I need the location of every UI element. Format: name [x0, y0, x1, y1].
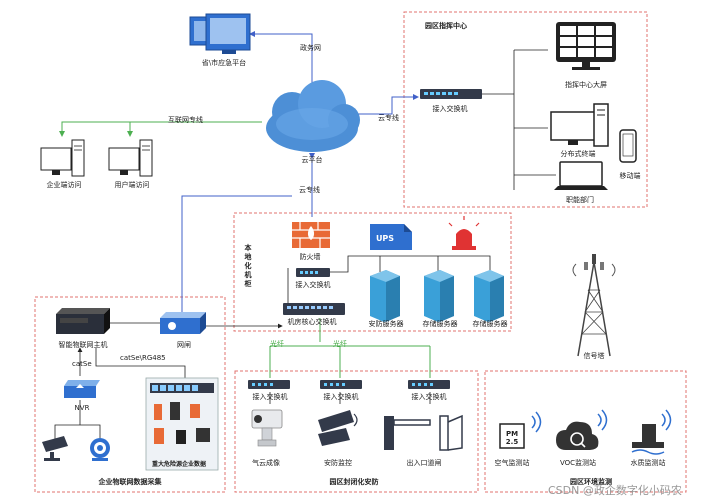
cmd-switch-label: 接入交换机	[432, 105, 468, 113]
storage-server-1-icon	[424, 270, 454, 322]
core-switch-label: 机房核心交换机	[287, 318, 337, 326]
laptop-icon	[554, 161, 608, 190]
line-nvr-cams	[54, 400, 101, 440]
gate-label: 出入口道闸	[406, 459, 442, 467]
enterprise-access-label: 企业端访问	[46, 181, 82, 189]
nvr-label: NVR	[74, 404, 90, 412]
pm25-sensor-icon	[499, 411, 542, 449]
nvr-icon	[64, 380, 100, 398]
env-monitor-box	[484, 370, 687, 493]
iot-collect-title: 企业物联网数据采集	[98, 478, 162, 486]
firewall-icon	[292, 222, 330, 248]
gateway-icon	[160, 312, 206, 334]
cloud-label: 云平台	[301, 156, 323, 164]
storage-server-2-icon	[474, 270, 504, 322]
hazard-label: 重大危险源企业数据	[152, 461, 207, 468]
gov-platform-label: 省\市应急平台	[201, 59, 247, 67]
sw-a-label: 接入交换机	[252, 393, 288, 401]
dome-camera-icon	[90, 438, 110, 461]
closed-security-title: 园区封闭化安防	[329, 478, 379, 486]
ptz-camera-icon	[251, 409, 283, 447]
storage-server-2-label: 存储服务器	[472, 320, 508, 328]
internet-line-label: 互联网专线	[168, 116, 203, 124]
fiber-2-label: 光纤	[333, 340, 347, 348]
line-fiber	[269, 318, 431, 378]
mobile-phone-icon	[619, 129, 637, 163]
user-access-label: 用户端访问	[114, 181, 150, 189]
line-cmd-branches	[482, 49, 556, 190]
security-camera-icon	[318, 410, 358, 446]
signal-tower-label: 信号塔	[583, 352, 605, 360]
closed-security-box	[234, 370, 479, 493]
cmd-center-box	[403, 11, 648, 208]
core-switch-icon	[283, 303, 345, 315]
line-iot-hazard	[95, 348, 186, 378]
big-screen-label: 指挥中心大屏	[565, 81, 607, 89]
dist-display-label: 分布式终端	[560, 150, 596, 158]
line-cloud-cmd	[358, 94, 419, 115]
enterprise-computer-icon	[40, 139, 85, 177]
cloud-imaging-label: 气云成像	[252, 459, 280, 467]
line-sw-devices	[269, 392, 431, 404]
env-monitor-title: 园区环境监测	[570, 478, 612, 486]
line-cloud-gateway	[181, 195, 292, 315]
security-server-label: 安防服务器	[368, 320, 404, 328]
cat5e-label: catSe	[72, 360, 92, 368]
iot-host-icon	[56, 308, 110, 334]
desktop-terminal-icon	[550, 103, 609, 147]
water-station-label: 水质监测站	[630, 459, 666, 467]
room-switch-label: 接入交换机	[295, 281, 331, 289]
line-internet	[59, 121, 262, 137]
switch-b-icon	[320, 380, 362, 389]
ups-text: UPS	[376, 234, 394, 243]
alarm-light-icon	[448, 216, 480, 250]
video-wall-icon	[556, 22, 616, 70]
fiber-1-label: 光纤	[270, 340, 284, 348]
cat5e-rg485-label: catSe\RG485	[120, 354, 166, 362]
pm25-text: PM 2.5	[505, 430, 519, 446]
sec-monitor-label: 安防监控	[324, 459, 352, 467]
switch-c-icon	[408, 380, 450, 389]
cloud-line-right-label: 云专线	[378, 114, 399, 122]
line-room-top	[328, 255, 491, 273]
voc-station-label: VOC监测站	[559, 459, 597, 467]
mobile-label: 移动端	[619, 172, 641, 180]
line-cloud-gov	[249, 31, 313, 90]
gov-platform-icon	[189, 13, 251, 54]
func-dept-label: 职能部门	[566, 196, 594, 204]
bullet-camera-icon	[42, 436, 68, 461]
hazard-panel-icon	[145, 377, 219, 471]
iot-host-label: 智能物联网主机	[58, 341, 108, 349]
signal-tower-icon	[572, 254, 616, 357]
csdn-watermark: CSDN @政企数字化小码农	[548, 484, 682, 497]
cmd-center-title: 园区指挥中心	[425, 22, 467, 30]
machine-room-box	[233, 212, 512, 332]
sw-c-label: 接入交换机	[411, 393, 447, 401]
cloud-line-down-label: 云专线	[299, 186, 320, 194]
gate-barrier-icon	[384, 414, 463, 451]
switch-a-icon	[248, 380, 290, 389]
sw-b-label: 接入交换机	[323, 393, 359, 401]
air-station-label: 空气监测站	[494, 459, 530, 467]
iot-collect-box	[34, 296, 226, 493]
gov-net-label: 政务网	[300, 44, 321, 52]
gateway-label: 网闸	[177, 341, 191, 349]
voc-sensor-icon	[556, 409, 608, 450]
storage-server-1-label: 存储服务器	[422, 320, 458, 328]
security-server-icon	[370, 270, 400, 322]
ups-icon: UPS	[370, 224, 412, 250]
firewall-label: 防火墙	[299, 253, 321, 261]
water-sensor-icon	[631, 409, 672, 455]
user-computer-icon	[108, 139, 153, 177]
room-switch-icon	[296, 268, 330, 277]
cloud-icon	[266, 80, 360, 152]
machine-room-label: 本地化机柜	[244, 244, 252, 288]
switch-icon	[420, 89, 482, 99]
